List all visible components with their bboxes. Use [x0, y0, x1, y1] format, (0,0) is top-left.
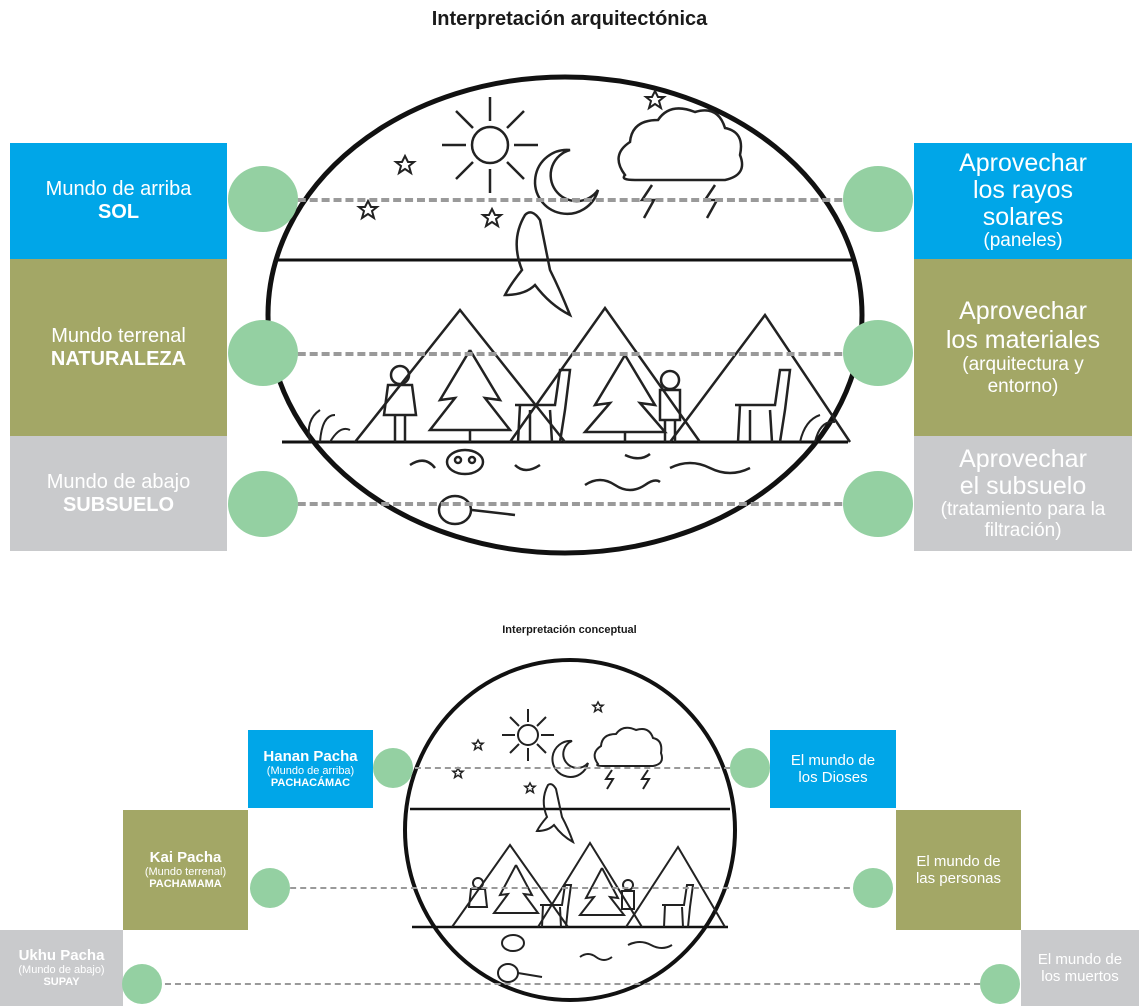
connector-line — [270, 887, 870, 889]
dead-world-box: El mundo de los muertos — [1021, 930, 1139, 1006]
subsoil-use-line1: Aprovechar — [959, 444, 1087, 473]
connector-dot — [373, 748, 413, 788]
subsoil-use-line2: el subsuelo — [959, 471, 1087, 500]
gods-world-line2: los Dioses — [798, 769, 868, 786]
materials-use-sub: (arquitectura y entorno) — [962, 354, 1084, 398]
connector-dot — [228, 471, 298, 537]
worm-icon — [579, 941, 673, 961]
lightning-icon — [604, 769, 651, 790]
ukhu-pacha-deity: SUPAY — [43, 976, 80, 989]
connector-dot — [853, 868, 893, 908]
connector-dot — [228, 166, 298, 232]
person-icon — [382, 364, 682, 442]
bottom-title: Interpretación conceptual — [502, 624, 637, 636]
dead-world-line2: los muertos — [1041, 968, 1119, 985]
tree-icon — [427, 349, 668, 442]
solar-use-box: Aprovechar los rayos solares (paneles) — [914, 143, 1132, 259]
mountain-icon — [451, 841, 726, 928]
connector-dot — [228, 320, 298, 386]
connector-dot — [250, 868, 290, 908]
condor-icon — [502, 211, 573, 318]
tree-icon — [492, 864, 627, 916]
people-world-box: El mundo de las personas — [896, 810, 1021, 930]
sun-icon — [442, 97, 538, 193]
subsoil-use-sub: (tratamiento para la filtración) — [940, 498, 1106, 541]
connector-line — [262, 198, 878, 202]
dead-world-line1: El mundo de — [1037, 950, 1123, 968]
earth-world-subject: NATURALEZA — [50, 347, 187, 370]
connector-dot — [843, 320, 913, 386]
upper-world-subject: SOL — [97, 201, 140, 223]
hanan-pacha-box: Hanan Pacha (Mundo de arriba) PACHACÁMAC — [248, 730, 373, 808]
kai-pacha-box: Kai Pacha (Mundo terrenal) PACHAMAMA — [123, 810, 248, 930]
kai-pacha-deity: PACHAMAMA — [149, 878, 222, 891]
solar-use-line2: los rayos — [972, 176, 1074, 205]
gods-world-line1: El mundo de — [790, 751, 876, 769]
connector-line — [262, 502, 878, 506]
lower-world-subject: SUBSUELO — [62, 493, 175, 516]
people-world-line1: El mundo de — [916, 852, 1001, 870]
mountain-icon — [354, 305, 852, 443]
connector-line — [262, 352, 878, 356]
connector-dot — [843, 166, 913, 232]
materials-use-line1: Aprovechar — [959, 296, 1087, 325]
llama-icon — [540, 884, 695, 928]
materials-use-box: Aprovechar los materiales (arquitectura … — [914, 259, 1132, 436]
hanan-pacha-sub: (Mundo de arriba) — [266, 765, 355, 778]
kai-pacha-sub: (Mundo terrenal) — [144, 866, 227, 879]
people-world-line2: las personas — [915, 870, 1002, 887]
kai-pacha-name: Kai Pacha — [149, 848, 222, 866]
moon-icon — [551, 739, 589, 778]
worm-icon — [409, 452, 751, 492]
lower-world-label: Mundo de abajo — [46, 470, 191, 493]
cloud-icon — [593, 726, 663, 767]
ukhu-pacha-name: Ukhu Pacha — [18, 946, 105, 964]
sun-icon — [502, 709, 554, 761]
ukhu-pacha-sub: (Mundo de abajo) — [18, 964, 105, 977]
llama-icon — [515, 368, 792, 443]
skull-icon — [497, 934, 543, 983]
upper-world-label: Mundo de arriba — [45, 178, 192, 200]
connector-line — [395, 767, 750, 769]
solar-use-line3: solares — [982, 203, 1064, 232]
gods-world-box: El mundo de los Dioses — [770, 730, 896, 808]
connector-dot — [730, 748, 770, 788]
connector-dot — [843, 471, 913, 537]
materials-use-line2: los materiales — [945, 325, 1101, 354]
hanan-pacha-name: Hanan Pacha — [263, 747, 358, 765]
upper-world-box: Mundo de arriba SOL — [10, 143, 227, 259]
cloud-icon — [617, 107, 744, 182]
subsoil-use-box: Aprovechar el subsuelo (tratamiento para… — [914, 436, 1132, 551]
connector-line — [145, 983, 1000, 985]
earth-world-label: Mundo terrenal — [51, 324, 186, 347]
connector-dot — [980, 964, 1020, 1004]
condor-icon — [535, 783, 575, 845]
hanan-pacha-deity: PACHACÁMAC — [270, 777, 351, 790]
connector-dot — [122, 964, 162, 1004]
cosmovision-illustration-bottom — [403, 658, 737, 1002]
ukhu-pacha-box: Ukhu Pacha (Mundo de abajo) SUPAY — [0, 930, 123, 1006]
earth-world-box: Mundo terrenal NATURALEZA — [10, 259, 227, 436]
solar-use-sub: (paneles) — [983, 230, 1063, 252]
top-title: Interpretación arquitectónica — [431, 8, 708, 30]
skull-icon — [437, 448, 516, 526]
cosmovision-illustration-top — [265, 74, 865, 556]
solar-use-line1: Aprovechar — [959, 149, 1087, 178]
lower-world-box: Mundo de abajo SUBSUELO — [10, 436, 227, 551]
